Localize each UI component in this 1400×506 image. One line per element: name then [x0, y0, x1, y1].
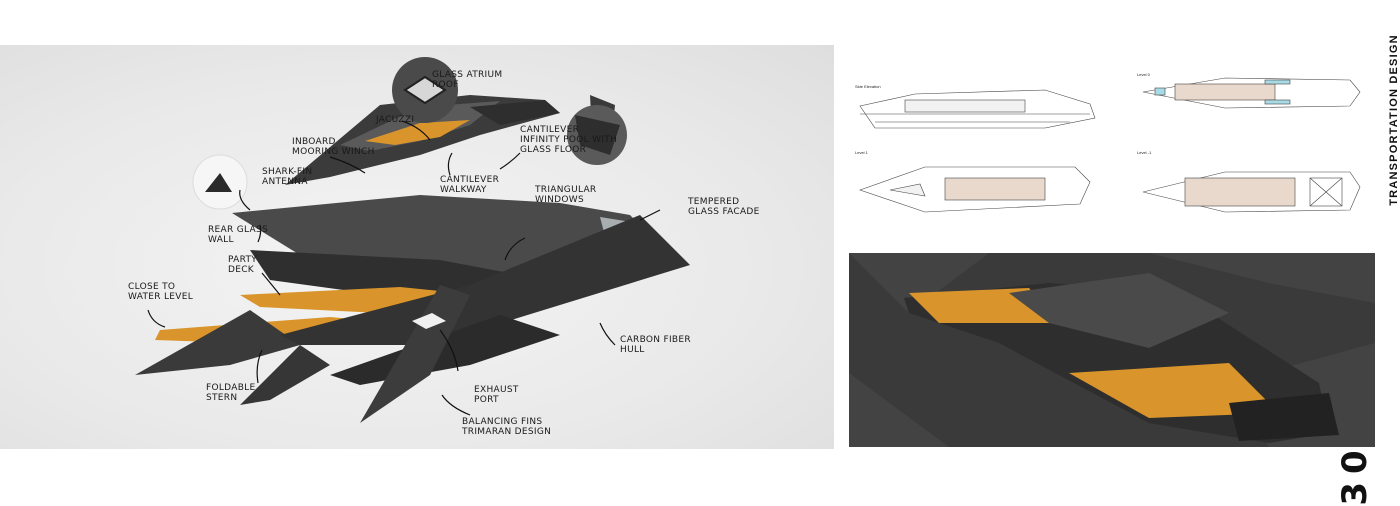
label-triangular-windows: Triangular Windows: [535, 185, 597, 205]
hero-render-panel: Glass Atrium Roof Jacuzzi Inboard Moorin…: [0, 45, 834, 449]
label-close-to-water-level: Close to water level: [128, 282, 194, 302]
yacht-dark-render: [849, 253, 1375, 447]
page-number: 30: [1335, 442, 1375, 506]
main-hull: [135, 195, 690, 423]
label-rear-glass-wall: Rear Glass Wall: [208, 225, 268, 245]
plan-title-level-0: Level 0: [1137, 72, 1150, 77]
label-jacuzzi: Jacuzzi: [376, 115, 415, 125]
label-cantilever-walkway: Cantilever Walkway: [440, 175, 500, 195]
detail-circle-infinity-pool: [567, 105, 627, 165]
detail-circle-shark-fin: [192, 154, 248, 210]
plan-level-0: [1142, 77, 1361, 109]
dark-render-panel: [849, 253, 1375, 447]
deck-plans-drawings: [859, 77, 1361, 213]
plan-title-level-1: Level 1: [855, 150, 868, 155]
label-cantilever-pool: Cantilever Infinity pool with Glass Floo…: [520, 125, 618, 155]
label-foldable-stern: Foldable Stern: [206, 383, 256, 403]
plan-title-level-minus-1: Level -1: [1137, 150, 1152, 155]
plan-level-minus-1: [1142, 171, 1361, 213]
plan-side-elevation: [859, 89, 1096, 129]
label-glass-atrium-roof: Glass Atrium Roof: [432, 70, 503, 90]
label-tempered-glass-facade: Tempered Glass facade: [688, 197, 760, 217]
label-party-deck: Party Deck: [228, 255, 258, 275]
detail-circle-atrium-roof: [392, 57, 458, 123]
label-exhaust-port: Exhaust Port: [474, 385, 519, 405]
label-carbon-fiber-hull: Carbon fiber Hull: [620, 335, 691, 355]
yacht-exploded-illustration: [135, 57, 690, 423]
plan-level-1: [859, 166, 1091, 213]
plan-title-side-elevation: Side Elevation: [855, 84, 881, 89]
label-balancing-fins: Balancing Fins Trimaran Design: [462, 417, 552, 437]
label-inboard-mooring-winch: Inboard Mooring winch: [292, 137, 375, 157]
annotation-leader-lines: [147, 120, 661, 416]
label-shark-fin-antenna: Shark-fin Antenna: [262, 167, 313, 187]
deck-plans-panel: Side Elevation Level 0 Level 1 Level -1: [845, 72, 1370, 232]
sidebar-title: TRANSPORTATION DESIGN: [1388, 34, 1400, 206]
